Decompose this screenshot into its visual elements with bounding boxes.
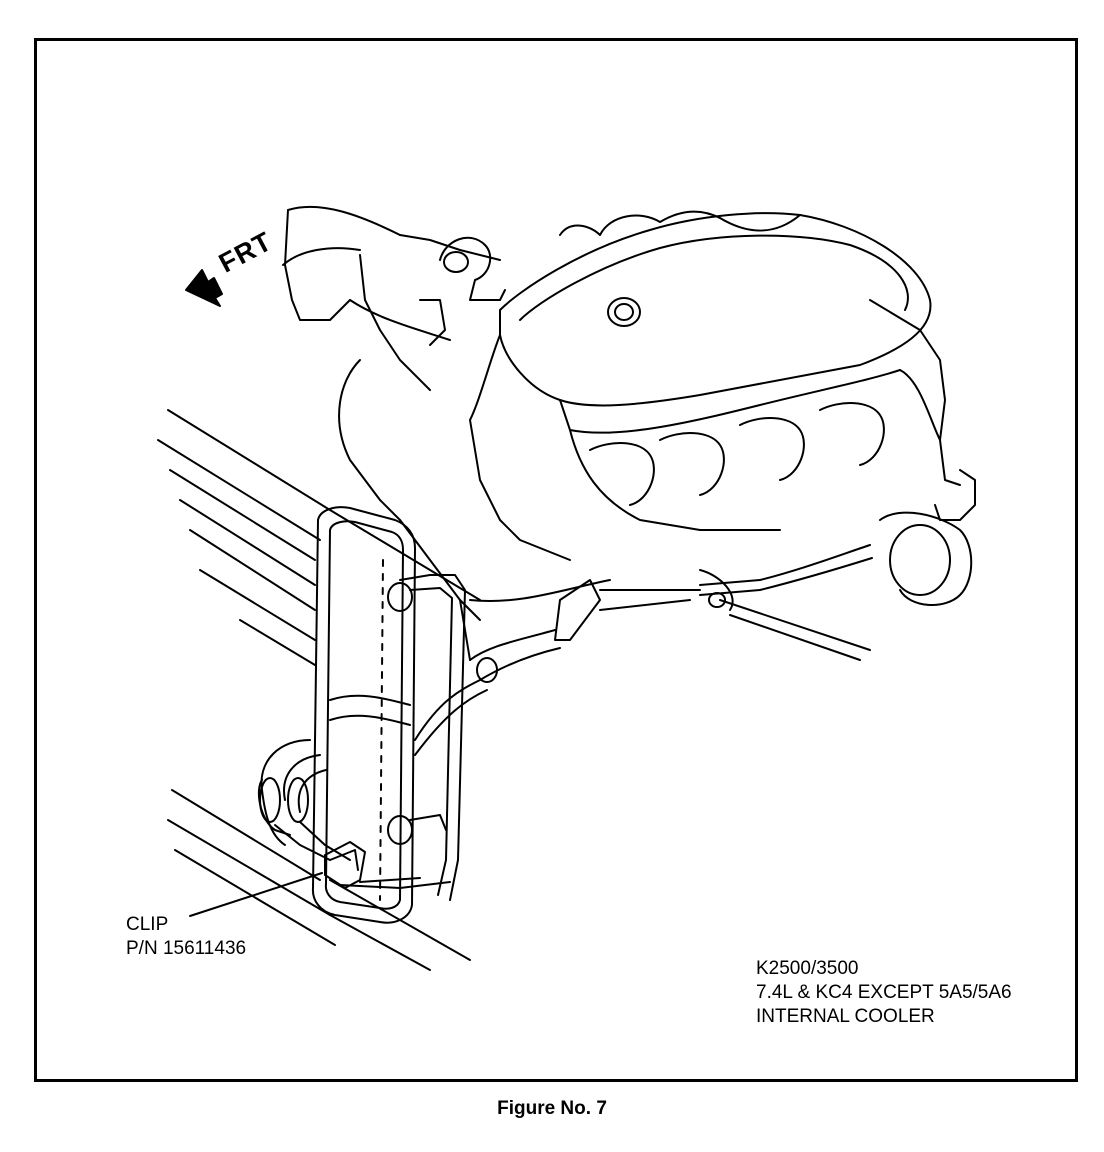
clip-callout-name: CLIP [126, 914, 169, 935]
model-info-line-1: K2500/3500 [756, 958, 859, 979]
figure-caption: Figure No. 7 [497, 1098, 607, 1119]
figure-frame [34, 38, 1078, 1082]
oil-cooler-tank [259, 507, 487, 923]
model-info-line-2: 7.4L & KC4 EXCEPT 5A5/5A6 [756, 982, 1012, 1003]
clip-part [325, 842, 365, 888]
front-direction-arrow-icon [186, 270, 222, 306]
engine-block-drawing [283, 207, 975, 682]
radiator-core-lines [158, 410, 480, 970]
model-info-line-3: INTERNAL COOLER [756, 1006, 935, 1027]
clip-leader-line [190, 873, 322, 916]
clip-callout-part-number: P/N 15611436 [126, 938, 247, 959]
clip-callout: CLIP P/N 15611436 [126, 913, 246, 961]
model-info: K2500/3500 7.4L & KC4 EXCEPT 5A5/5A6 INT… [756, 957, 1012, 1029]
